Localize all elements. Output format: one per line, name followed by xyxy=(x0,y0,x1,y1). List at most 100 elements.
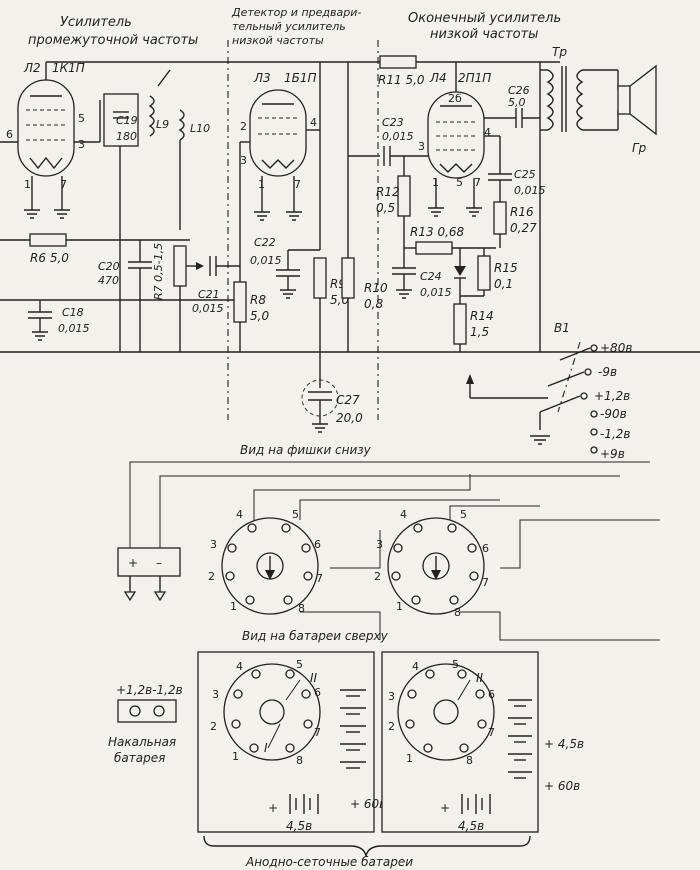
filament-battery-voltage: +1,2в-1,2в xyxy=(116,683,183,697)
bat2-pin-2: 2 xyxy=(388,720,395,733)
bat2-pin-4: 4 xyxy=(412,660,419,673)
bat1-pin-8: 8 xyxy=(296,754,303,767)
plug2-pin-6: 6 xyxy=(482,542,489,555)
l2-pin-1: 1 xyxy=(24,178,31,191)
switch-b1[interactable] xyxy=(539,344,598,454)
plug2-pin-2: 2 xyxy=(374,570,381,583)
bat2-pin-7: 7 xyxy=(488,726,495,739)
c20-ref: C20 xyxy=(98,260,120,273)
l2-pin-3: 3 xyxy=(78,138,85,151)
c21-ref: C21 xyxy=(198,288,220,301)
c26-value: 5,0 xyxy=(508,96,526,109)
switch-label-plus-9: +9в xyxy=(600,447,625,461)
c22-ref: C22 xyxy=(254,236,276,249)
filament-plug xyxy=(117,547,181,602)
filament-plug-minus: – xyxy=(156,556,162,570)
r15-value: 0,1 xyxy=(494,277,513,291)
l4-pin-3: 3 xyxy=(418,140,425,153)
anode-grid-brace xyxy=(203,835,531,857)
resistor-r8 xyxy=(233,281,247,323)
c21-value: 0,015 xyxy=(192,302,224,315)
bat2-plus-small: + xyxy=(440,801,450,815)
bat1-pin-7: 7 xyxy=(314,726,321,739)
header-detector-line1: Детектор и предвари- xyxy=(231,6,361,19)
c19-value: 180 xyxy=(116,130,137,143)
r13-label: R13 0,68 xyxy=(410,225,465,239)
r10-value: 0,8 xyxy=(364,297,383,311)
l9-ref: L9 xyxy=(156,118,169,131)
capacitor-c24 xyxy=(392,267,416,275)
resistor-r15 xyxy=(477,255,491,291)
r10-ref: R10 xyxy=(364,281,388,295)
l2-pin-6: 6 xyxy=(6,128,13,141)
switch-label-minus-90: -90в xyxy=(600,407,627,421)
bat2-label-60: + 60в xyxy=(544,779,580,793)
plug2-pin-7: 7 xyxy=(482,576,489,589)
l3-pin-3: 3 xyxy=(240,154,247,167)
resistor-r13 xyxy=(415,241,453,255)
c22-value: 0,015 xyxy=(250,254,282,267)
r15-ref: R15 xyxy=(494,261,518,275)
bat2-label-4-5: 4,5в xyxy=(458,819,484,833)
bat1-pin-5: 5 xyxy=(296,658,303,671)
bat1-pin-1: 1 xyxy=(232,750,239,763)
bat2-pin-3: 3 xyxy=(388,690,395,703)
capacitor-c26 xyxy=(515,108,523,128)
battery-cells-right-horizontal xyxy=(461,794,491,814)
c27-ref: C27 xyxy=(336,393,360,407)
resistor-r7 xyxy=(173,245,187,287)
filament-plug-plus: + xyxy=(128,556,138,570)
resistor-r6 xyxy=(29,233,67,247)
c23-ref: C23 xyxy=(382,116,404,129)
plug1-pin-4: 4 xyxy=(236,508,243,521)
plug2-pin-4: 4 xyxy=(400,508,407,521)
switch-label-plus-80: +80в xyxy=(600,341,632,355)
capacitor-c18 xyxy=(28,311,52,319)
l3-pin-2: 2 xyxy=(240,120,247,133)
plug1-pin-8: 8 xyxy=(298,602,305,615)
capacitor-c20 xyxy=(128,261,152,269)
bat2-pin-5: 5 xyxy=(452,658,459,671)
switch-label-minus-9: -9в xyxy=(598,365,617,379)
c24-value: 0,015 xyxy=(420,286,452,299)
resistor-r16 xyxy=(493,201,507,235)
plug1-pin-6: 6 xyxy=(314,538,321,551)
plug1-pin-1: 1 xyxy=(230,600,237,613)
header-detector-line2: тельный усилитель xyxy=(232,20,346,33)
c23-value: 0,015 xyxy=(382,130,414,143)
filament-battery-socket xyxy=(117,699,177,723)
title-plugs-bottom: Вид на фишки снизу xyxy=(240,443,372,457)
r8-ref: R8 xyxy=(250,293,266,307)
header-detector-line3: низкой частоты xyxy=(232,34,324,47)
tube-l3 xyxy=(249,89,307,177)
capacitor-c27 xyxy=(308,391,332,401)
bat1-pin-4: 4 xyxy=(236,660,243,673)
c25-value: 0,015 xyxy=(514,184,546,197)
header-output-line2: низкой частоты xyxy=(430,27,538,42)
resistor-r10 xyxy=(341,257,355,299)
tube-l4-type: 2П1П xyxy=(458,71,491,85)
l2-pin-5: 5 xyxy=(78,112,85,125)
l2-pin-7: 7 xyxy=(60,178,67,191)
output-transformer xyxy=(546,66,584,132)
c24-ref: C24 xyxy=(420,270,442,283)
plug2-pin-1: 1 xyxy=(396,600,403,613)
c19-ref: C19 xyxy=(116,114,138,127)
bat1-section-1: I xyxy=(264,741,268,755)
tube-l2-ref: Л2 xyxy=(23,61,41,75)
header-output-line1: Оконечный усилитель xyxy=(408,11,561,26)
resistor-r9 xyxy=(313,257,327,299)
tube-l3-ref: Л3 xyxy=(253,71,271,85)
header-if-amp-line2: промежуточной частоты xyxy=(28,33,198,48)
title-anode-grid: Анодно-сеточные батареи xyxy=(245,855,413,869)
c27-value: 20,0 xyxy=(336,411,363,425)
c18-ref: C18 xyxy=(62,306,84,319)
bat1-plus-small: + xyxy=(268,801,278,815)
plug-socket-2 xyxy=(387,517,485,615)
capacitor-c23 xyxy=(383,146,391,166)
r6-label: R6 5,0 xyxy=(30,251,69,265)
capacitor-c19 xyxy=(103,93,139,147)
title-batteries-top: Вид на батареи сверху xyxy=(242,629,389,643)
speaker xyxy=(617,64,657,136)
